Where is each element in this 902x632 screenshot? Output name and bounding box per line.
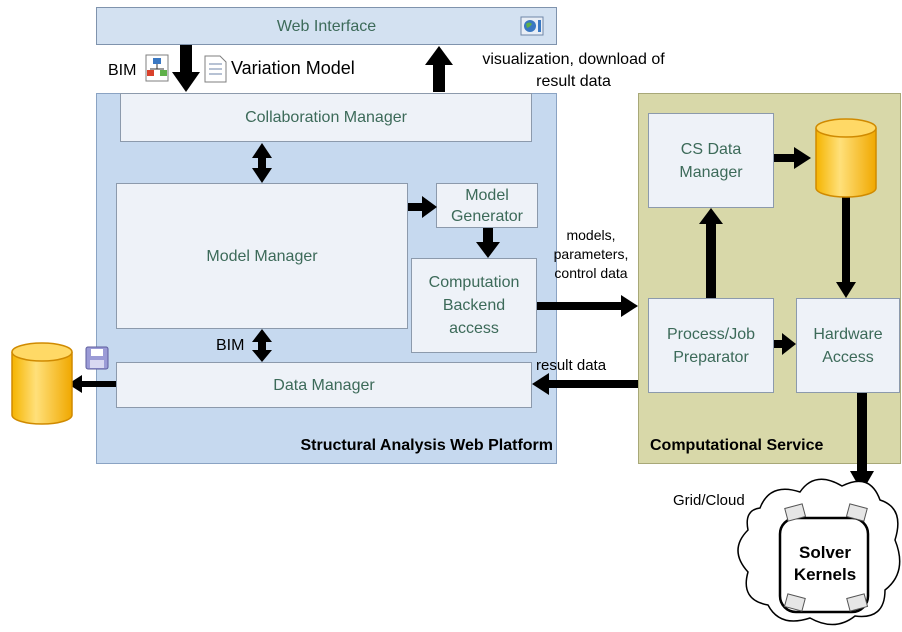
visualization-label: visualization, download of result data [482,51,665,90]
process-job-preparator-box: Process/Job Preparator [648,298,774,393]
solver-kernels-label: Solver Kernels [793,543,857,584]
arrow-datamanager-to-db [68,375,116,393]
bim-bottom-label: BIM [216,337,245,354]
arrow-backend-to-service [537,295,638,317]
globe-icon [520,16,544,36]
arrow-collab-to-web [425,46,453,92]
collaboration-manager-box: Collaboration Manager [120,93,532,142]
floppy-disk-icon [85,346,109,370]
document-icon [204,55,227,83]
process-job-preparator-label: Process/Job Preparator [666,325,756,366]
bim-hierarchy-icon [145,54,169,82]
web-interface-box: Web Interface [96,7,557,45]
database-icon-left [11,342,73,425]
hardware-access-label: Hardware Access [813,325,883,366]
models-parameters-label: models, parameters, control data [553,227,629,281]
arrow-collab-model [252,143,272,183]
variation-model-label: Variation Model [231,58,355,78]
computer-icon [783,503,869,612]
arrow-generator-to-backend [476,228,500,258]
grid-cloud-label: Grid/Cloud [673,492,745,509]
web-interface-label: Web Interface [276,17,377,35]
computational-service-title: Computational Service [650,437,824,454]
bim-top-label: BIM [108,62,137,79]
arrow-service-to-datamanager [532,373,638,395]
cs-data-manager-label: CS Data Manager [679,140,743,181]
model-manager-box: Model Manager [116,183,408,329]
arrow-db-to-hardware [836,196,856,298]
data-manager-label: Data Manager [273,376,375,394]
cs-data-manager-box: CS Data Manager [648,113,774,208]
model-generator-box: Model Generator [436,183,538,228]
arrow-model-datamanager [252,329,272,362]
data-manager-box: Data Manager [116,362,532,408]
arrow-preparator-to-hardware [774,333,796,355]
model-generator-label: Model Generator [450,186,524,225]
arrow-hardware-to-cloud [850,393,874,492]
model-manager-label: Model Manager [206,247,318,265]
collaboration-manager-label: Collaboration Manager [245,109,407,126]
platform-title: Structural Analysis Web Platform [300,437,553,454]
arrow-web-to-collab [172,45,200,92]
arrow-model-to-generator [408,196,437,218]
hardware-access-box: Hardware Access [796,298,900,393]
database-icon-right [815,118,877,198]
computation-backend-box: Computation Backend access [411,258,537,353]
computation-backend-label: Computation Backend access [428,274,520,337]
arrow-csdata-to-db [774,147,811,169]
result-data-label: result data [536,357,607,374]
arrow-preparator-to-csdata [699,208,723,298]
